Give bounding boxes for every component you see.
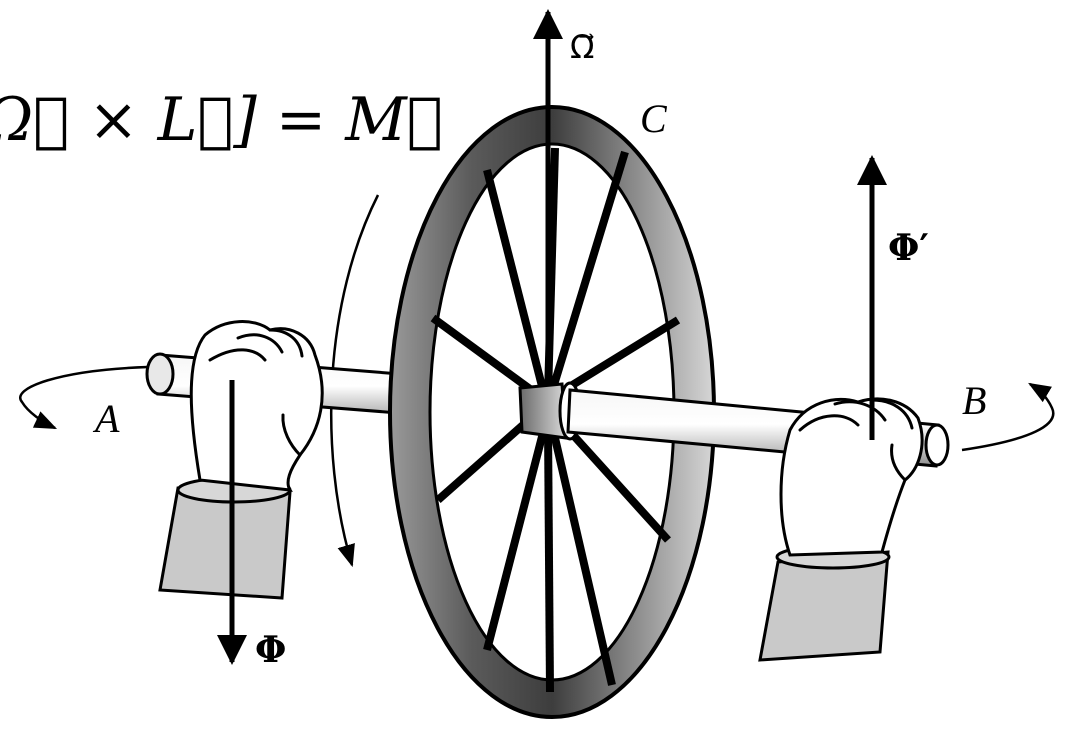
- right-hand: [758, 397, 924, 662]
- phi-label: Φ: [255, 629, 286, 671]
- phi-prime-label: Φ′: [888, 227, 929, 269]
- left-fist: [189, 320, 324, 492]
- right-fist: [779, 397, 924, 557]
- equation-text: [Ω⃗ × L⃗] = M⃗: [0, 85, 443, 155]
- rotation-arrow-a: [19, 365, 149, 430]
- left-sleeve: [158, 486, 292, 600]
- rotation-arrow-b: [961, 382, 1055, 452]
- end-label-a: A: [92, 396, 120, 441]
- omega-label: Ω⃗: [570, 28, 594, 66]
- wheel-label-c: C: [640, 96, 668, 141]
- end-label-b: B: [962, 378, 986, 423]
